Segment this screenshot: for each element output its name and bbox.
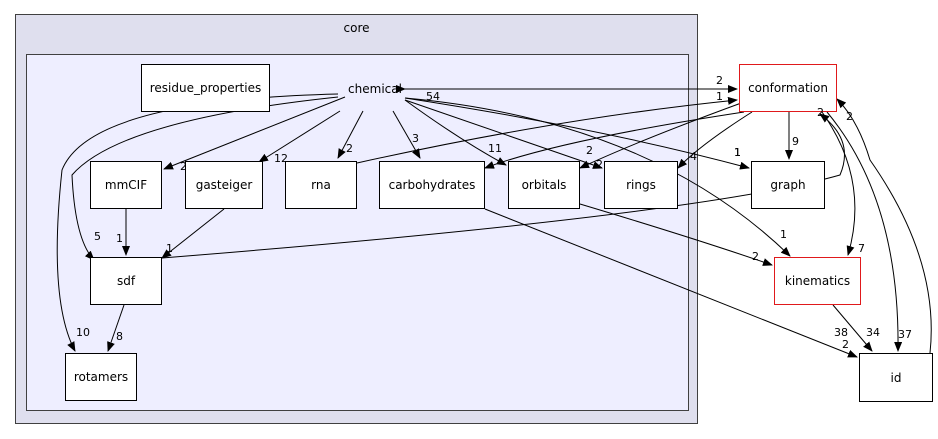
node-id-label: id (890, 370, 902, 385)
node-sdf-label: sdf (116, 274, 136, 288)
edge-label: 54 (426, 90, 440, 103)
edge-label: 11 (488, 142, 502, 155)
conformation-to-orbitals-edge (579, 101, 745, 169)
edge-label: 3 (412, 132, 419, 145)
id-to-conformation-edge (836, 98, 932, 354)
chemical-to-orbitals-edge (404, 99, 507, 166)
node-rotamers-label: rotamers (73, 370, 129, 384)
gasteiger-to-sdf-edge (161, 208, 225, 259)
edge-label: 2 (752, 250, 759, 263)
edge-label: 2 (346, 142, 353, 155)
edge-label: 2 (586, 144, 593, 157)
node-mmcif[interactable]: mmCIF (90, 161, 162, 209)
edge-label: 1 (166, 242, 173, 255)
edge-label: 12 (274, 152, 288, 165)
node-sdf[interactable]: sdf (90, 257, 162, 305)
core-cluster-title: core (343, 21, 370, 35)
node-conformation[interactable]: conformation (739, 64, 837, 112)
edge-label: 38 (834, 326, 848, 339)
node-graph-label: graph (770, 178, 806, 192)
conformation-to-id-edge (826, 111, 903, 352)
node-rings-label: rings (626, 178, 656, 192)
edge-label: 8 (116, 330, 123, 343)
edge-label: 1 (780, 228, 787, 241)
node-rotamers[interactable]: rotamers (65, 353, 137, 401)
orbitals-to-kinematics-edge (579, 203, 773, 266)
node-gasteiger-label: gasteiger (195, 178, 253, 192)
node-chemical-label: chemical (348, 82, 402, 96)
edge-label: 2 (846, 110, 853, 123)
node-rna[interactable]: rna (285, 161, 357, 209)
node-orbitals-label: orbitals (521, 178, 567, 192)
node-orbitals[interactable]: orbitals (508, 161, 580, 209)
node-residue-properties-label: residue_properties (149, 81, 262, 95)
edge-label: 5 (94, 230, 101, 243)
edge-label: 1 (734, 146, 741, 159)
carbohydrates-to-id-edge (484, 208, 858, 358)
edge-label: 1 (116, 232, 123, 245)
node-residue-properties[interactable]: residue_properties (141, 64, 270, 112)
edge-label: 2 (716, 74, 723, 87)
node-carbohydrates[interactable]: carbohydrates (379, 161, 485, 209)
conformation-to-kinematics-edge (821, 111, 856, 256)
chemical-to-mmcif-edge (163, 96, 346, 170)
chemical-to-gasteiger-edge (258, 110, 341, 163)
node-carbohydrates-label: carbohydrates (388, 178, 476, 192)
edge-label: 9 (792, 135, 799, 148)
kinematics-to-id-edge (832, 304, 873, 352)
edge-label: 34 (866, 326, 880, 339)
conformation-to-rings-edge (677, 111, 753, 169)
edge-label: 1 (716, 90, 723, 103)
edge-label: 1 (734, 146, 741, 159)
node-conformation-label: conformation (748, 81, 828, 95)
node-mmcif-label: mmCIF (104, 178, 148, 192)
sdf-to-rotamers-edge (107, 304, 125, 352)
chemical-subdirectory-cluster (26, 54, 689, 411)
edge-label: 2 (817, 106, 824, 119)
edge-label: 37 (898, 328, 912, 341)
edge-label: 2 (842, 338, 849, 351)
edge-label: 2 (596, 158, 603, 171)
node-kinematics-label: kinematics (784, 274, 851, 288)
chemical-to-graph-edge (404, 97, 750, 170)
node-rings[interactable]: rings (604, 161, 678, 209)
edge-label: 7 (858, 242, 865, 255)
rna-to-conformation-edge (356, 96, 738, 164)
node-gasteiger[interactable]: gasteiger (185, 161, 263, 209)
node-rna-label: rna (311, 178, 331, 192)
node-graph[interactable]: graph (751, 161, 825, 209)
node-id[interactable]: id (859, 353, 933, 402)
edge-label: 2 (180, 160, 187, 173)
chemical-to-rna-edge (337, 110, 364, 159)
node-kinematics[interactable]: kinematics (774, 257, 861, 305)
node-chemical[interactable]: chemical (330, 78, 420, 100)
sdf-to-conformation-edge (161, 113, 845, 259)
edge-label: 10 (76, 326, 90, 339)
edge-label: 4 (690, 150, 697, 163)
